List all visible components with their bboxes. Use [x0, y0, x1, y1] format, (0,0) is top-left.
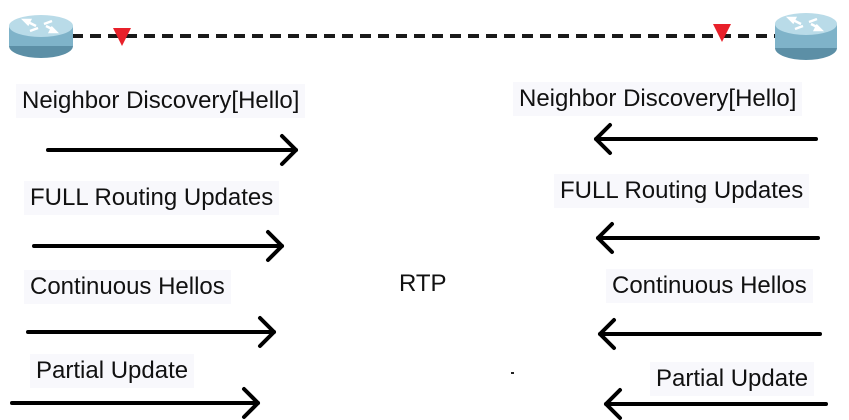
arrow-right-4 [10, 387, 260, 419]
left-label-full-routing-updates: FULL Routing Updates [24, 181, 280, 215]
arrow-right-3 [26, 316, 276, 348]
right-router-icon [775, 13, 837, 60]
right-label-continuous-hellos: Continuous Hellos [606, 269, 813, 303]
right-marker-icon [713, 24, 731, 42]
arrow-left-3 [598, 318, 822, 350]
left-router-icon [9, 15, 73, 58]
left-label-partial-update: Partial Update [30, 354, 195, 388]
center-label-rtp: RTP [399, 270, 447, 297]
arrow-left-1 [594, 123, 818, 155]
left-label-neighbor-discovery: Neighbor Discovery[Hello] [16, 84, 306, 118]
right-label-full-routing-updates: FULL Routing Updates [554, 174, 810, 208]
left-marker-icon [113, 28, 131, 46]
arrow-right-2 [32, 230, 284, 262]
right-label-neighbor-discovery: Neighbor Discovery[Hello] [513, 82, 803, 116]
left-label-continuous-hellos: Continuous Hellos [24, 270, 231, 304]
arrow-left-2 [596, 222, 820, 254]
right-label-partial-update: Partial Update [650, 362, 815, 396]
arrow-left-4 [604, 388, 828, 420]
speck [511, 372, 514, 374]
arrow-right-1 [46, 134, 298, 166]
